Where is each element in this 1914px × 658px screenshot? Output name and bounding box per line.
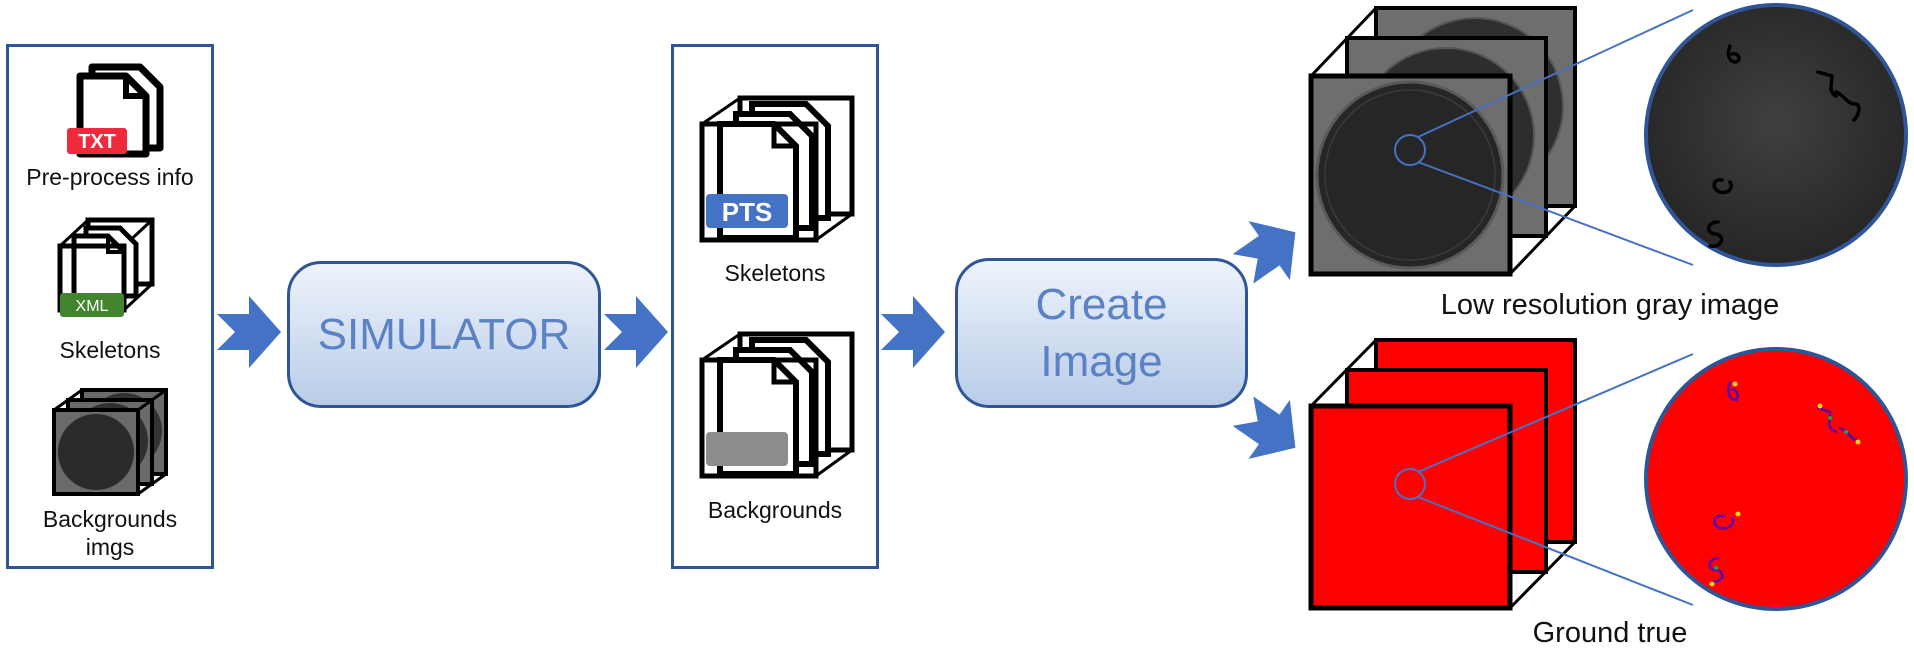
intermediate-panel xyxy=(671,44,879,569)
ground-truth-stack xyxy=(1308,338,1577,611)
truth-zoom-circle xyxy=(1644,347,1908,611)
create-image-label-line2: Image xyxy=(1040,337,1163,386)
background-imgs-label-line2: imgs xyxy=(85,534,135,561)
arrow-to-truth-output xyxy=(1232,396,1296,459)
inputs-panel xyxy=(6,44,214,569)
arrow-to-simulator xyxy=(217,296,281,368)
zoom-connectors xyxy=(1417,9,1694,606)
xml-file-stack-icon: XML xyxy=(57,217,155,317)
arrow-to-create-image xyxy=(881,296,945,368)
pts-file-stack-icon: PTS xyxy=(699,95,855,243)
background-file-stack-icon xyxy=(699,331,855,479)
truth-output-label: Ground true xyxy=(1532,617,1688,649)
gray-zoom-circle xyxy=(1644,3,1908,267)
input-skeletons-label: Skeletons xyxy=(59,337,161,363)
intermediate-skeletons-label: Skeletons xyxy=(724,260,826,286)
xml-badge-text: XML xyxy=(76,298,109,315)
flow-arrows xyxy=(217,221,1296,459)
background-imgs-label-line1: Backgrounds xyxy=(42,506,178,532)
txt-badge-text: TXT xyxy=(78,131,116,153)
arrow-to-gray-output xyxy=(1232,221,1296,284)
simulator-box: SIMULATOR xyxy=(287,261,601,408)
create-image-box: Create Image xyxy=(955,258,1248,408)
background-imgs-label: Backgrounds imgs xyxy=(6,505,214,561)
simulator-label: SIMULATOR xyxy=(317,309,571,359)
gray-output-label: Low resolution gray image xyxy=(1440,289,1780,321)
pts-badge-text: PTS xyxy=(722,197,773,227)
txt-file-stack-icon: TXT xyxy=(67,63,164,158)
worm-marks xyxy=(1707,44,1861,248)
arrow-to-intermediate xyxy=(604,296,668,368)
preprocess-info-label: Pre-process info xyxy=(26,164,194,190)
gray-image-stack xyxy=(1308,6,1577,277)
create-image-label-line1: Create xyxy=(1035,279,1168,329)
worm-endpoints xyxy=(1709,381,1861,587)
intermediate-backgrounds-label: Backgrounds xyxy=(707,497,843,523)
background-image-stack-icon xyxy=(52,388,168,496)
worm-midpoints xyxy=(1714,416,1848,570)
